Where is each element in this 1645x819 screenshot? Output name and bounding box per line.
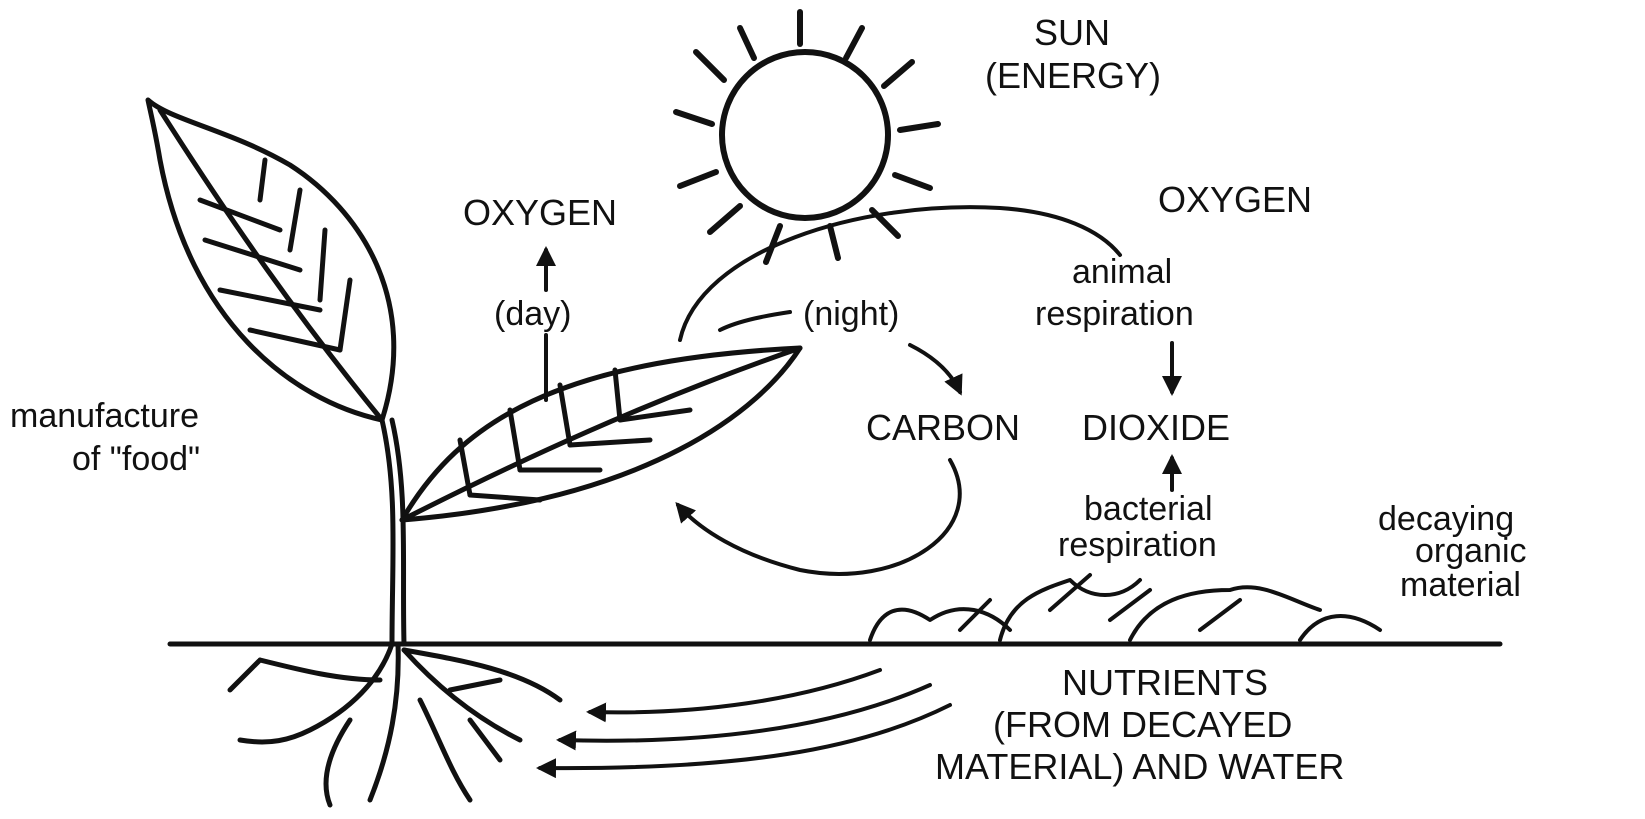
nutrients-label: NUTRIENTS xyxy=(1062,662,1268,703)
roots-icon xyxy=(230,644,560,805)
carbon-label: CARBON xyxy=(866,407,1020,448)
decaying-matter-icon xyxy=(870,575,1380,640)
bacterial-label: bacterial xyxy=(1084,490,1213,528)
from-decayed-label: (FROM DECAYED xyxy=(993,704,1292,745)
night-label: (night) xyxy=(803,295,899,333)
organic-label: organic xyxy=(1415,532,1527,570)
energy-label: (ENERGY) xyxy=(985,55,1161,96)
oxygen-right-label: OXYGEN xyxy=(1158,179,1312,220)
material-water-label: MATERIAL) AND WATER xyxy=(935,746,1344,787)
of-food-label: of "food" xyxy=(72,440,200,478)
sun-icon xyxy=(676,12,938,262)
animal-respiration-label: respiration xyxy=(1035,295,1194,333)
bacterial-respiration-label: respiration xyxy=(1058,526,1217,564)
material-label: material xyxy=(1400,566,1521,604)
manufacture-label: manufacture xyxy=(10,397,199,435)
plant-icon xyxy=(148,100,800,644)
animal-label: animal xyxy=(1072,253,1172,291)
oxygen-left-label: OXYGEN xyxy=(463,192,617,233)
dioxide-label: DIOXIDE xyxy=(1082,407,1230,448)
sun-label: SUN xyxy=(1034,12,1110,53)
day-label: (day) xyxy=(494,295,571,333)
